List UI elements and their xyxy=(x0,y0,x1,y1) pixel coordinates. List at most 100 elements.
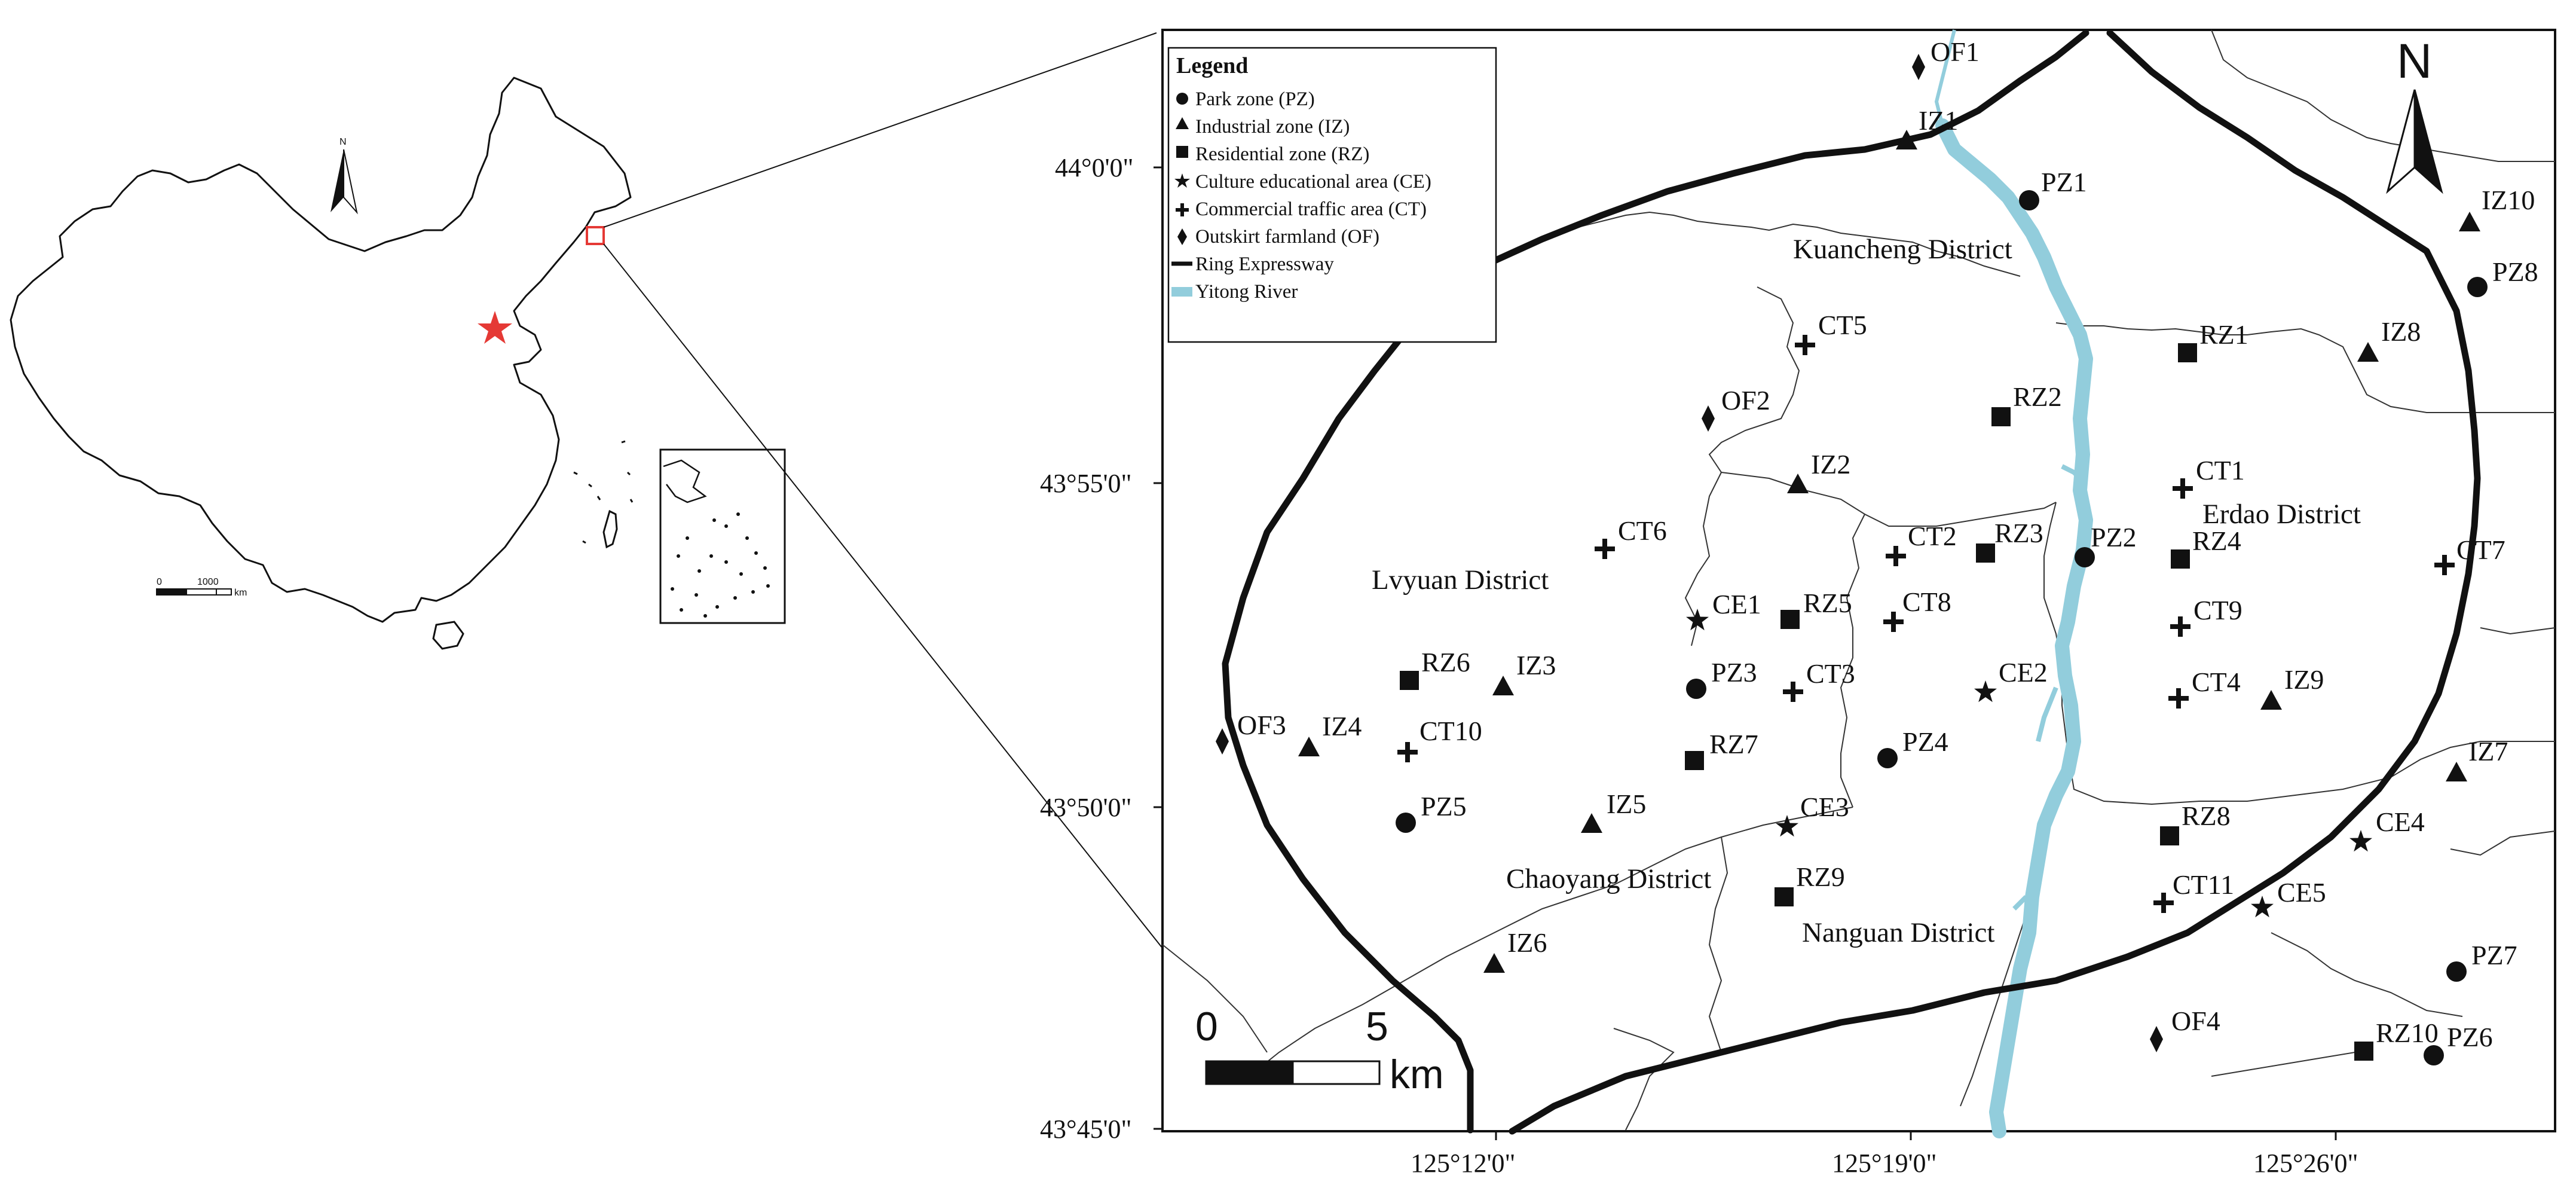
site-label: CT1 xyxy=(2196,455,2245,485)
site-diamond-icon xyxy=(1912,54,1925,80)
legend-star-icon xyxy=(1174,173,1190,188)
overview-north-letter: N xyxy=(339,137,347,147)
detail-north-letter: N xyxy=(2397,34,2432,88)
site-label: OF2 xyxy=(1721,385,1770,416)
site-circle-icon xyxy=(1396,813,1416,833)
site-label: CT5 xyxy=(1818,310,1867,340)
detail-scale-unit: km xyxy=(1390,1052,1444,1097)
detail-map: Kuancheng District Erdao District Lvyuan… xyxy=(1161,29,2556,1138)
site-circle-icon xyxy=(2019,190,2039,210)
site-label: CE4 xyxy=(2376,807,2425,837)
site-label: CT3 xyxy=(1806,658,1855,689)
yitong-river xyxy=(1934,29,2093,1138)
legend-item-label: Commercial traffic area (CT) xyxy=(1195,199,1427,220)
site-label: RZ2 xyxy=(2013,381,2062,412)
site-square-icon xyxy=(1976,543,1995,563)
site-triangle-icon xyxy=(1492,676,1514,695)
legend-circle-icon xyxy=(1176,93,1188,105)
site-label: RZ3 xyxy=(1994,518,2043,548)
site-triangle-icon xyxy=(2357,342,2379,362)
site-star-icon xyxy=(2251,896,2274,918)
coastal-islands xyxy=(573,440,634,544)
site-cross-icon xyxy=(2153,893,2174,913)
site-label: CE1 xyxy=(1712,589,1761,619)
legend-item-label: Culture educational area (CE) xyxy=(1195,171,1431,193)
inset-islands xyxy=(671,512,770,618)
site-triangle-icon xyxy=(1298,737,1320,756)
site-diamond-icon xyxy=(2150,1026,2163,1052)
site-cross-icon xyxy=(1397,742,1418,762)
site-label: RZ4 xyxy=(2192,526,2241,556)
site-square-icon xyxy=(2171,549,2190,569)
site-square-icon xyxy=(2178,343,2197,362)
site-star-icon xyxy=(1776,815,1798,837)
south-china-sea-inset xyxy=(659,448,786,624)
site-label: RZ6 xyxy=(1421,647,1470,677)
lat-label: 43°45'0" xyxy=(1040,1114,1131,1144)
legend-item-label: Residential zone (RZ) xyxy=(1195,143,1369,165)
site-label: OF1 xyxy=(1931,36,1980,67)
site-label: CE3 xyxy=(1800,792,1849,822)
site-square-icon xyxy=(2160,826,2179,845)
sampling-sites: PZ1PZ2PZ3PZ4PZ5PZ6PZ7PZ8IZ1IZ2IZ3IZ4IZ5I… xyxy=(1216,36,2538,1065)
detail-scale-tick-1: 5 xyxy=(1366,1004,1388,1049)
site-square-icon xyxy=(2354,1042,2373,1061)
site-square-icon xyxy=(1780,610,1800,629)
site-square-icon xyxy=(1400,671,1419,690)
hainan-island xyxy=(432,621,464,650)
site-label: PZ1 xyxy=(2041,167,2087,197)
site-label: RZ7 xyxy=(1709,729,1758,759)
site-label: IZ5 xyxy=(1607,789,1646,819)
site-cross-icon xyxy=(1883,612,1904,632)
site-triangle-icon xyxy=(2459,212,2480,231)
legend-item-label: Ring Expressway xyxy=(1195,254,1334,275)
site-diamond-icon xyxy=(1702,405,1715,432)
legend-item-label: Outskirt farmland (OF) xyxy=(1195,226,1379,248)
site-label: CE5 xyxy=(2277,877,2326,908)
site-label: PZ7 xyxy=(2471,940,2517,970)
site-cross-icon xyxy=(1886,546,1906,566)
site-label: CT11 xyxy=(2173,869,2234,900)
overview-map: N 0 1000 km xyxy=(10,77,786,650)
site-circle-icon xyxy=(1686,679,1706,699)
district-label: Erdao District xyxy=(2202,499,2361,530)
lat-label: 43°50'0" xyxy=(1040,793,1131,822)
site-label: IZ7 xyxy=(2468,736,2508,767)
site-label: PZ5 xyxy=(1421,791,1467,822)
legend-river-icon xyxy=(1171,287,1192,297)
district-labels: Kuancheng District Erdao District Lvyuan… xyxy=(1372,234,2361,948)
site-triangle-icon xyxy=(1787,474,1809,493)
site-star-icon xyxy=(1974,680,1997,703)
lon-label: 125°12'0" xyxy=(1411,1149,1515,1178)
detail-scale-tick-0: 0 xyxy=(1195,1004,1218,1049)
study-area-box xyxy=(586,226,605,245)
lon-label: 125°26'0" xyxy=(2253,1149,2358,1178)
site-label: CT8 xyxy=(1902,587,1951,617)
overview-scale-tick-1: 1000 xyxy=(197,577,219,587)
site-cross-icon xyxy=(2170,616,2190,637)
site-cross-icon xyxy=(1595,539,1615,559)
site-label: CT7 xyxy=(2456,535,2505,565)
zoom-connector-lines xyxy=(603,32,1265,1077)
site-label: CT2 xyxy=(1908,521,1957,551)
site-cross-icon xyxy=(1795,335,1815,355)
site-label: OF4 xyxy=(2171,1006,2220,1036)
legend-triangle-icon xyxy=(1176,117,1189,129)
lat-label: 44°0'0" xyxy=(1055,153,1133,182)
site-label: IZ3 xyxy=(1516,650,1556,680)
legend-item-label: Park zone (PZ) xyxy=(1195,88,1315,110)
site-label: IZ9 xyxy=(2284,664,2324,695)
site-label: RZ1 xyxy=(2199,319,2248,350)
site-circle-icon xyxy=(2075,547,2095,567)
lat-label: 43°55'0" xyxy=(1040,469,1131,498)
site-label: PZ4 xyxy=(1902,726,1948,757)
site-circle-icon xyxy=(2446,961,2467,982)
site-label: PZ3 xyxy=(1711,657,1757,688)
site-label: PZ8 xyxy=(2492,256,2538,287)
site-label: IZ2 xyxy=(1811,449,1850,480)
site-label: RZ8 xyxy=(2182,801,2231,831)
axis-labels: 44°0'0" 43°55'0" 43°50'0" 43°45'0" 125°1… xyxy=(1040,153,2358,1178)
legend: Legend Park zone (PZ) Industrial zone (I… xyxy=(1167,47,1497,343)
site-star-icon xyxy=(2349,830,2372,852)
site-label: PZ2 xyxy=(2091,522,2137,552)
